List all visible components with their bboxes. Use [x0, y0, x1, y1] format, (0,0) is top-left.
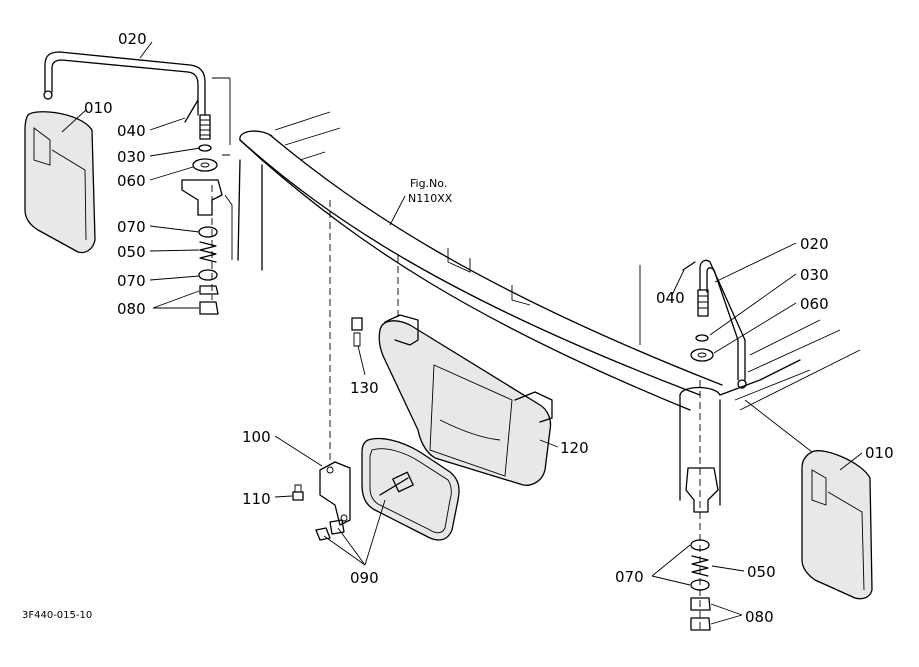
label-130: 130: [350, 379, 379, 397]
center-leaders: [274, 195, 559, 566]
label-left-060: 060: [117, 172, 146, 190]
label-left-020: 020: [118, 30, 147, 48]
label-100: 100: [242, 428, 271, 446]
label-110: 110: [242, 490, 271, 508]
label-left-030: 030: [117, 148, 146, 166]
label-left-040: 040: [117, 122, 146, 140]
right-mirror-assembly: [682, 259, 873, 631]
left-mirror-assembly: [24, 51, 230, 315]
label-120: 120: [560, 439, 589, 457]
label-right-070: 070: [615, 568, 644, 586]
label-right-040: 040: [656, 289, 685, 307]
label-090: 090: [350, 569, 379, 587]
label-right-060: 060: [800, 295, 829, 313]
interior-mirror: [292, 437, 460, 541]
label-left-050: 050: [117, 243, 146, 261]
label-left-070b: 070: [117, 272, 146, 290]
label-right-050: 050: [747, 563, 776, 581]
label-right-080: 080: [745, 608, 774, 626]
drawing-code: 3F440-015-10: [22, 610, 92, 621]
label-left-080: 080: [117, 300, 146, 318]
right-leaders: [651, 242, 863, 625]
rops-frame: [211, 78, 861, 630]
figure-ref-line1: Fig.No.: [410, 177, 447, 190]
sun-visor: [351, 314, 553, 486]
label-left-070a: 070: [117, 218, 146, 236]
label-right-030: 030: [800, 266, 829, 284]
left-leaders: [61, 41, 201, 309]
label-right-010: 010: [865, 444, 894, 462]
label-right-020: 020: [800, 235, 829, 253]
label-left-010: 010: [84, 99, 113, 117]
figure-ref-line2: N110XX: [408, 192, 453, 205]
